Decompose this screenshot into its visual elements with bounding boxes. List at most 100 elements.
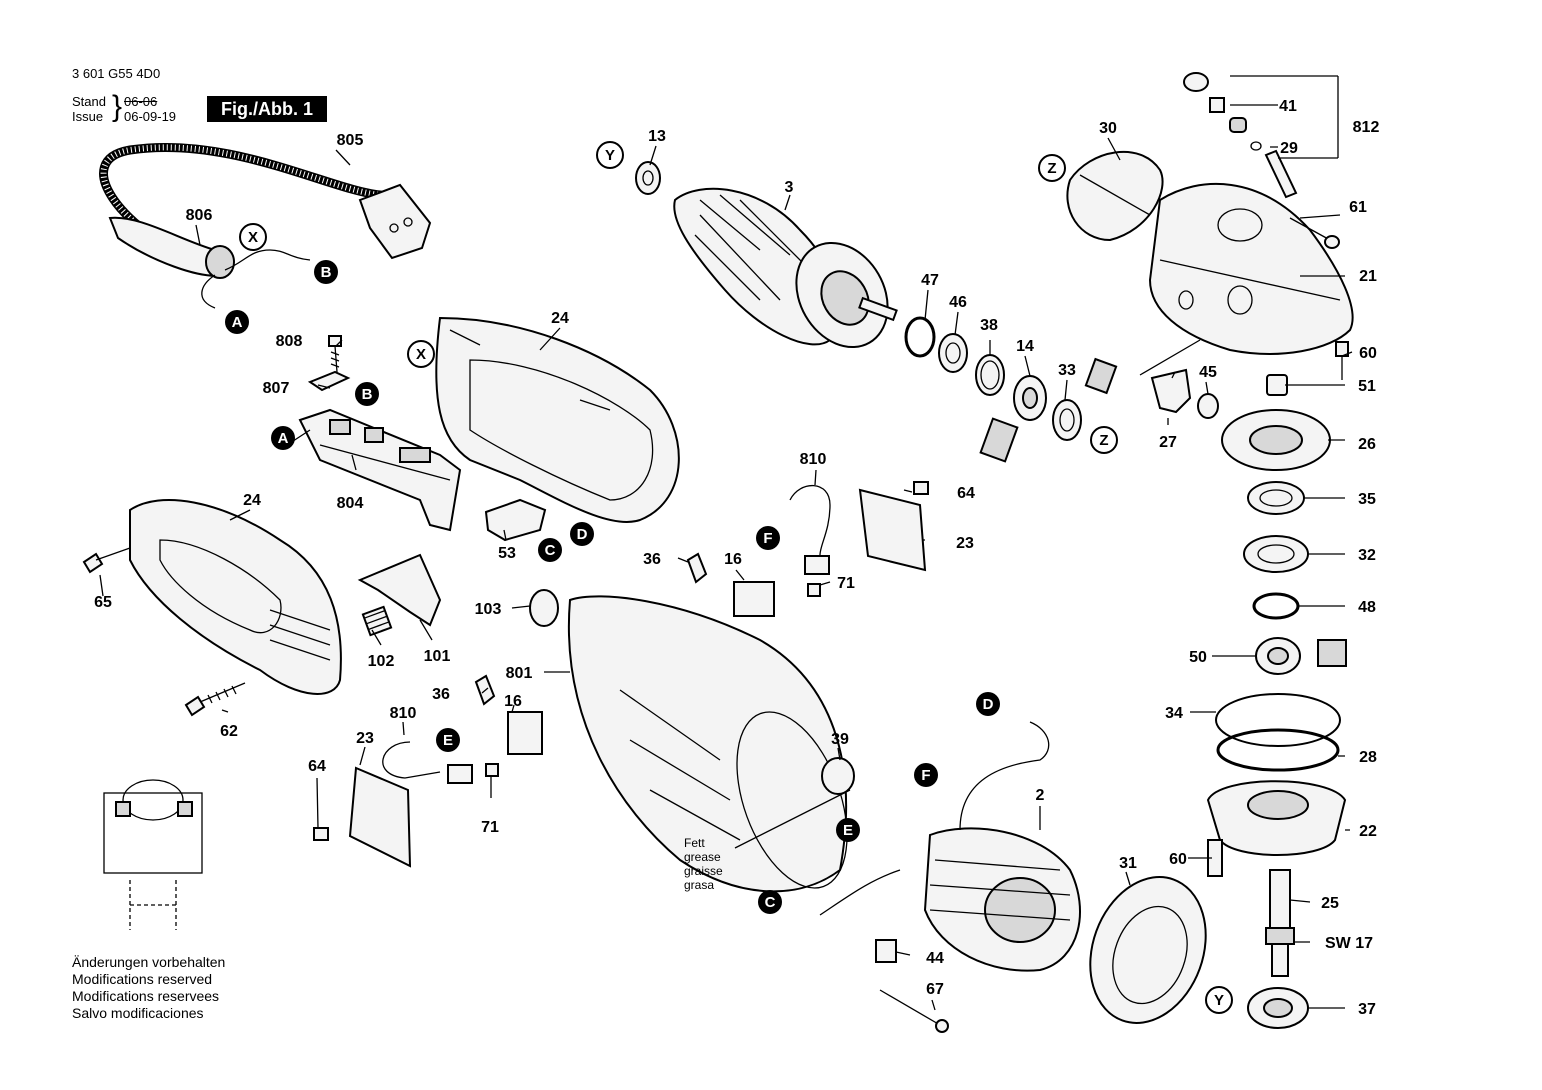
part-label-51: 51 bbox=[1358, 378, 1376, 395]
screw-67 bbox=[879, 989, 949, 1033]
part-label-808: 808 bbox=[276, 333, 303, 350]
issue-label: Issue bbox=[72, 109, 104, 124]
bushing-45 bbox=[1197, 393, 1219, 419]
bevel-gear-30 bbox=[1066, 150, 1164, 242]
part-label-50: 50 bbox=[1189, 649, 1207, 666]
connector-b: B bbox=[321, 264, 332, 281]
reference-z: Z bbox=[1047, 160, 1056, 177]
part-label-36-lower: 36 bbox=[432, 686, 450, 703]
part-label-60-bottom: 60 bbox=[1169, 851, 1187, 868]
connector-a: A bbox=[278, 430, 289, 447]
connector-c: C bbox=[765, 894, 776, 911]
screw-65 bbox=[82, 547, 131, 574]
cord-guard-806 bbox=[108, 216, 311, 309]
part-label-26: 26 bbox=[1358, 436, 1376, 453]
reference-x: X bbox=[248, 229, 258, 246]
grease-note-en: grease bbox=[684, 850, 721, 864]
bearing-50 bbox=[1255, 637, 1347, 675]
part-label-62: 62 bbox=[220, 723, 238, 740]
connector-e: E bbox=[843, 822, 853, 839]
part-label-810-upper: 810 bbox=[800, 451, 827, 468]
part-label-41: 41 bbox=[1279, 98, 1297, 115]
part-label-24-lower: 24 bbox=[243, 492, 261, 509]
crown-gear-26 bbox=[1221, 409, 1331, 471]
grease-note-fr: graisse bbox=[684, 864, 723, 878]
issue-date: 06-09-19 bbox=[124, 109, 177, 124]
motor-housing-801 bbox=[567, 595, 848, 893]
clip-44 bbox=[875, 939, 897, 963]
part-label-32: 32 bbox=[1358, 547, 1376, 564]
brush-cover-23-lower bbox=[348, 766, 412, 868]
part-label-27: 27 bbox=[1159, 434, 1177, 451]
pinion-27 bbox=[1150, 368, 1192, 414]
connector-e: E bbox=[443, 732, 453, 749]
reference-y: Y bbox=[605, 147, 615, 164]
reference-letters: X X Y Y Z Z bbox=[248, 147, 1224, 1009]
part-label-13: 13 bbox=[648, 128, 666, 145]
part-label-sw17: SW 17 bbox=[1325, 935, 1373, 952]
spindle-lock-812 bbox=[1183, 72, 1298, 199]
bearing-13 bbox=[635, 161, 661, 195]
part-label-103: 103 bbox=[475, 601, 502, 618]
figure-badge: Fig./Abb. 1 bbox=[207, 96, 327, 122]
stand-date: 06-06 bbox=[124, 94, 158, 109]
part-label-65: 65 bbox=[94, 594, 112, 611]
grease-note: Fett grease graisse grasa bbox=[684, 836, 723, 892]
screw-61 bbox=[1289, 217, 1340, 249]
connector-c: C bbox=[545, 542, 556, 559]
reference-x: X bbox=[416, 346, 426, 363]
cover-31 bbox=[1089, 876, 1207, 1024]
part-label-33: 33 bbox=[1058, 362, 1076, 379]
part-label-30: 30 bbox=[1099, 120, 1117, 137]
part-label-805: 805 bbox=[337, 132, 364, 149]
bearing-flange-22 bbox=[1206, 780, 1347, 856]
footer-line-de: Änderungen vorbehalten bbox=[72, 954, 226, 970]
brush-holder-16-lower bbox=[507, 711, 543, 755]
bearing-14 bbox=[979, 375, 1047, 463]
brush-810-upper bbox=[789, 484, 831, 575]
part-label-25: 25 bbox=[1321, 895, 1339, 912]
field-coil-2 bbox=[819, 721, 1081, 972]
screw-62 bbox=[184, 682, 246, 717]
part-label-35: 35 bbox=[1358, 491, 1376, 508]
stand-label: Stand bbox=[72, 94, 106, 109]
wiring-schematic bbox=[103, 779, 203, 930]
connector-f: F bbox=[921, 767, 930, 784]
part-label-29: 29 bbox=[1280, 140, 1298, 157]
footer-line-en: Modifications reserved bbox=[72, 971, 213, 987]
switch-assembly-804 bbox=[298, 408, 462, 532]
armature-3 bbox=[673, 187, 898, 349]
leader-lines bbox=[99, 75, 1353, 1011]
retaining-ring-47 bbox=[904, 316, 936, 358]
part-label-64-lower: 64 bbox=[308, 758, 326, 775]
bushing-39 bbox=[821, 757, 855, 795]
screw-71-upper bbox=[807, 583, 821, 597]
part-label-47: 47 bbox=[921, 272, 939, 289]
brush-810-lower bbox=[382, 741, 473, 784]
part-label-804: 804 bbox=[337, 495, 364, 512]
grease-note-es: grasa bbox=[684, 878, 715, 892]
spring-36-upper bbox=[686, 552, 708, 584]
part-label-48: 48 bbox=[1358, 599, 1376, 616]
part-label-34: 34 bbox=[1165, 705, 1183, 722]
connector-b: B bbox=[362, 386, 373, 403]
screw-71-lower bbox=[485, 763, 499, 777]
guard-ring-34 bbox=[1215, 693, 1341, 747]
o-ring-28 bbox=[1216, 728, 1340, 772]
part-label-812: 812 bbox=[1353, 119, 1380, 136]
part-label-31: 31 bbox=[1119, 855, 1137, 872]
part-label-801: 801 bbox=[506, 665, 533, 682]
sleeve-51 bbox=[1266, 374, 1288, 396]
part-label-24-upper: 24 bbox=[551, 310, 569, 327]
part-label-2: 2 bbox=[1036, 787, 1045, 804]
bracket-glyph: } bbox=[112, 90, 123, 123]
part-label-67: 67 bbox=[926, 981, 944, 998]
part-label-53: 53 bbox=[498, 545, 516, 562]
part-label-810-lower: 810 bbox=[390, 705, 417, 722]
part-label-23-lower: 23 bbox=[356, 730, 374, 747]
part-label-23-upper: 23 bbox=[956, 535, 974, 552]
ring-38 bbox=[975, 354, 1005, 396]
washer-46 bbox=[938, 333, 968, 373]
part-label-21: 21 bbox=[1359, 268, 1377, 285]
handle-half-upper bbox=[435, 316, 680, 523]
